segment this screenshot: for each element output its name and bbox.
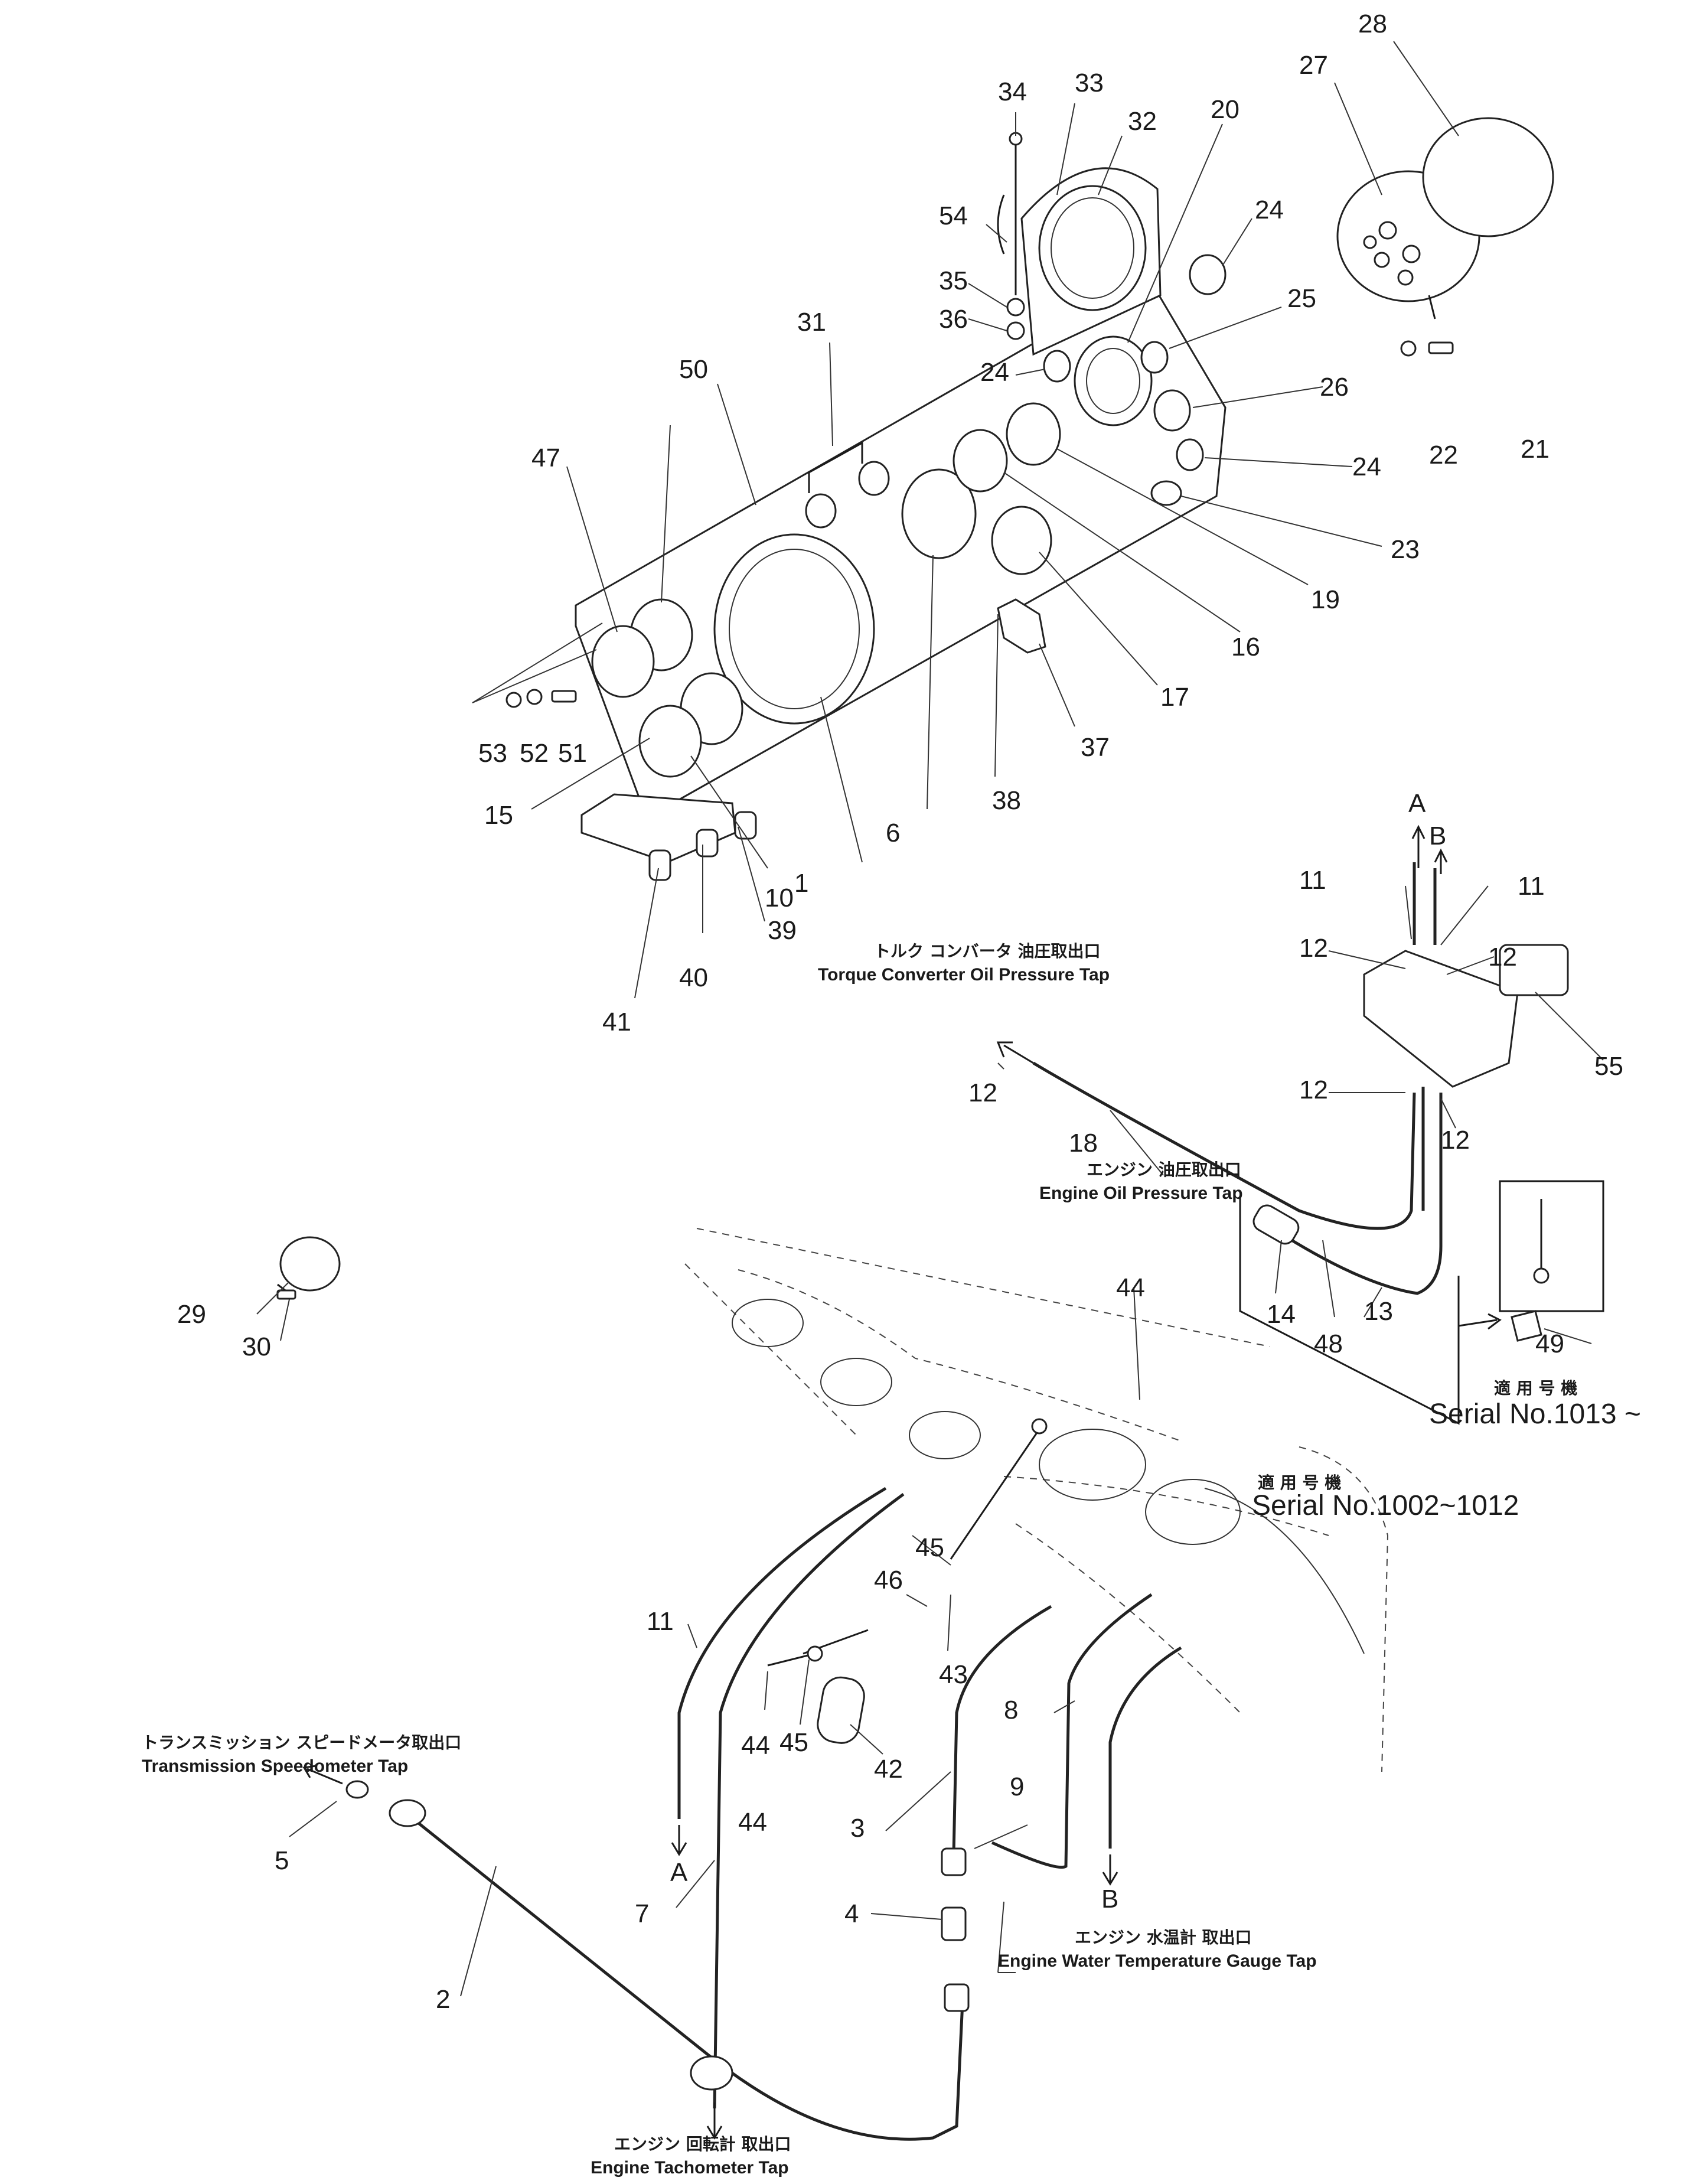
part-number: 44 (741, 1731, 770, 1760)
arrow-label-b: B (1429, 822, 1446, 850)
part-number: 42 (874, 1755, 903, 1784)
part-number: 20 (1211, 95, 1239, 124)
part-number: 1 (794, 869, 808, 898)
part-number: 36 (939, 305, 968, 334)
part-number: 27 (1299, 51, 1328, 80)
part-number: 48 (1314, 1329, 1343, 1358)
part-number: 23 (1391, 535, 1420, 564)
engine-oil-tap-en: Engine Oil Pressure Tap (1039, 1184, 1243, 1203)
part-number: 40 (679, 963, 708, 992)
part-number: 17 (1160, 683, 1189, 712)
part-number: 35 (939, 266, 968, 295)
part-number: 34 (998, 77, 1027, 106)
arrow-label-a: A (670, 1858, 688, 1887)
serial-range-b: Serial No.1002~1012 (1252, 1490, 1519, 1521)
part-number: 2 (436, 1985, 450, 2014)
part-number: 45 (915, 1533, 944, 1562)
part-number: 10 (765, 884, 794, 912)
part-number: 16 (1231, 633, 1260, 661)
part-number: 22 (1429, 441, 1458, 470)
instrument-panel (505, 276, 1227, 881)
part-number: 31 (797, 308, 826, 337)
part-number: 14 (1267, 1300, 1296, 1329)
water-temp-tap-en: Engine Water Temperature Gauge Tap (998, 1951, 1317, 1971)
buzzer-assembly (1336, 117, 1554, 320)
serial-range-a: Serial No.1013 ~ (1429, 1399, 1641, 1430)
part-number: 4 (844, 1899, 859, 1928)
part-number: 11 (647, 1607, 674, 1636)
part-number: 18 (1069, 1129, 1098, 1158)
part-number: 47 (531, 444, 560, 472)
part-number: 43 (939, 1660, 968, 1689)
applicable-models-jp: 適 用 号 機 (1258, 1473, 1341, 1492)
part-number: 11 (1299, 866, 1326, 895)
part-number: 38 (992, 786, 1021, 815)
tachometer-tap-en: Engine Tachometer Tap (591, 2158, 789, 2178)
part-number: 15 (484, 801, 513, 830)
part-number: 5 (275, 1846, 289, 1875)
part-number: 45 (779, 1728, 808, 1757)
part-number: 8 (1004, 1696, 1018, 1725)
part-number: 44 (738, 1808, 767, 1837)
part-number: 29 (177, 1300, 206, 1329)
part-number: 46 (874, 1566, 903, 1595)
part-number: 9 (1010, 1772, 1024, 1801)
part-number: 24 (1352, 452, 1381, 481)
part-number: 12 (1441, 1126, 1470, 1155)
part-number: 11 (1518, 872, 1545, 901)
part-number: 30 (242, 1332, 271, 1361)
part-number: 32 (1128, 107, 1157, 136)
part-number: 52 (520, 739, 549, 768)
part-number: 33 (1075, 69, 1104, 97)
part-number: 12 (1299, 934, 1328, 963)
part-number: 7 (635, 1899, 649, 1928)
transmission-tap-jp: トランスミッション スピードメータ取出口 (142, 1733, 461, 1752)
arrow-label-a: A (1408, 789, 1426, 818)
part-number: 39 (768, 916, 797, 945)
torque-converter-tap-jp: トルク コンバータ 油圧取出口 (874, 941, 1101, 961)
part-number: 54 (939, 201, 968, 230)
part-number: 28 (1358, 9, 1387, 38)
part-number: 12 (968, 1078, 997, 1107)
part-number: 6 (886, 819, 900, 847)
part-number: 55 (1594, 1052, 1623, 1081)
part-number-labels: 1 2 3 4 5 6 7 8 9 10 11 12 13 14 15 16 1… (177, 9, 1623, 2014)
part-number: 24 (980, 358, 1009, 387)
part-number: 13 (1364, 1297, 1393, 1326)
part-number: 44 (1116, 1273, 1145, 1302)
arrow-label-b: B (1101, 1885, 1118, 1914)
engine-outline (684, 1228, 1389, 1772)
part-29-30 (276, 1236, 341, 1300)
part-number: 41 (602, 1008, 631, 1036)
torque-converter-tap-en: Torque Converter Oil Pressure Tap (818, 965, 1110, 985)
part-number: 37 (1081, 733, 1110, 762)
part-number: 51 (558, 739, 587, 768)
water-temp-tap-jp: エンジン 水温計 取出口 (1075, 1928, 1252, 1947)
part-number: 21 (1521, 435, 1550, 464)
part-number: 25 (1287, 284, 1316, 313)
part-number: 49 (1535, 1329, 1564, 1358)
leader-lines (256, 41, 1604, 1997)
applicable-models-jp: 適 用 号 機 (1494, 1378, 1577, 1398)
part-number: 50 (679, 355, 708, 384)
tachometer-tap-jp: エンジン 回転計 取出口 (614, 2134, 791, 2154)
transmission-tap-en: Transmission Speedometer Tap (142, 1756, 408, 1776)
part-number: 12 (1488, 943, 1517, 972)
part-number: 53 (478, 739, 507, 768)
part-number: 3 (850, 1814, 865, 1843)
oil-pressure-piping (1032, 862, 1604, 1425)
part-number: 26 (1320, 373, 1349, 402)
gauge-cables (302, 824, 1448, 2141)
part-number: 19 (1311, 585, 1340, 614)
part-number: 24 (1255, 195, 1284, 224)
hour-meter (997, 132, 1227, 356)
tap-annotations: トルク コンバータ 油圧取出口 Torque Converter Oil Pre… (142, 941, 1641, 2178)
engine-oil-tap-jp: エンジン 油圧取出口 (1087, 1160, 1241, 1179)
part-number: 12 (1299, 1075, 1328, 1104)
